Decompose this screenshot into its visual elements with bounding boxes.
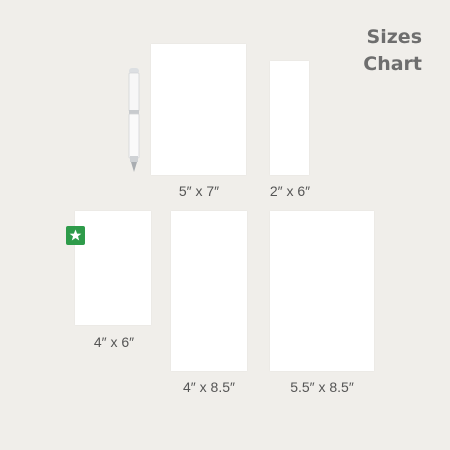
chart-title-line-2: Chart	[363, 53, 422, 75]
size-label-5-5x8-5: 5.5″ x 8.5″	[290, 379, 354, 395]
chart-title: Sizes Chart	[363, 24, 422, 78]
size-card-4x8-5	[171, 211, 247, 371]
size-card-4x6	[75, 211, 151, 325]
size-card-5x7	[151, 44, 246, 175]
size-label-5x7: 5″ x 7″	[178, 183, 220, 199]
chart-title-line-1: Sizes	[366, 26, 422, 48]
size-card-2x6	[270, 61, 309, 175]
size-label-2x6: 2″ x 6″	[269, 183, 311, 199]
size-card-5-5x8-5	[270, 211, 374, 371]
pen-icon	[126, 68, 142, 179]
star-icon	[66, 226, 85, 245]
size-label-4x8-5: 4″ x 8.5″	[183, 379, 235, 395]
size-label-4x6: 4″ x 6″	[93, 334, 135, 350]
